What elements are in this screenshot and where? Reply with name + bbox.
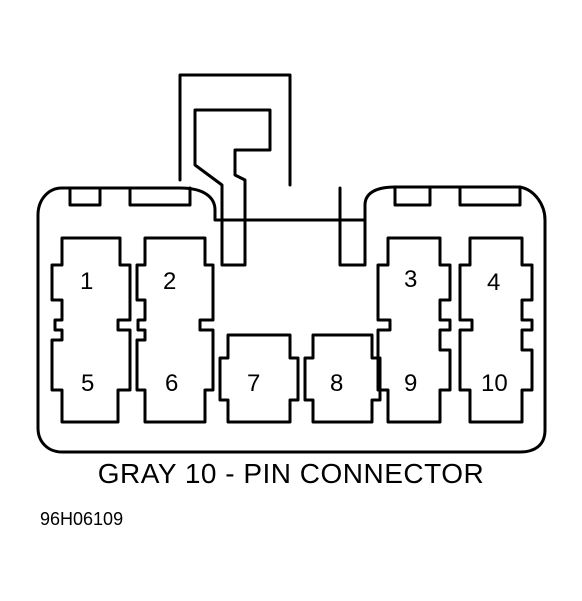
pin-label-5: 5 [81, 370, 94, 397]
diagram-title: GRAY 10 - PIN CONNECTOR [97, 458, 485, 489]
pin-label-7: 7 [247, 370, 260, 397]
pin-label-3: 3 [404, 266, 417, 293]
pin-label-4: 4 [487, 269, 500, 296]
connector-housing [36, 185, 547, 454]
cavity-8 [303, 333, 382, 424]
cavity-column-2-6 [135, 236, 215, 424]
locking-latch [178, 73, 367, 267]
cavity-7 [218, 333, 300, 424]
cavity-column-4-10 [458, 236, 534, 424]
pin-label-10: 10 [481, 370, 508, 397]
housing-top-tabs [68, 185, 522, 207]
pin-label-2: 2 [163, 268, 176, 295]
cavity-column-1-5 [50, 236, 132, 424]
pin-label-1: 1 [80, 268, 93, 295]
pin-label-6: 6 [165, 370, 178, 397]
pin-label-8: 8 [330, 370, 343, 397]
pin-label-9: 9 [404, 370, 417, 397]
cavity-column-3-9 [376, 236, 452, 424]
figure-id: 96H06109 [40, 509, 124, 529]
